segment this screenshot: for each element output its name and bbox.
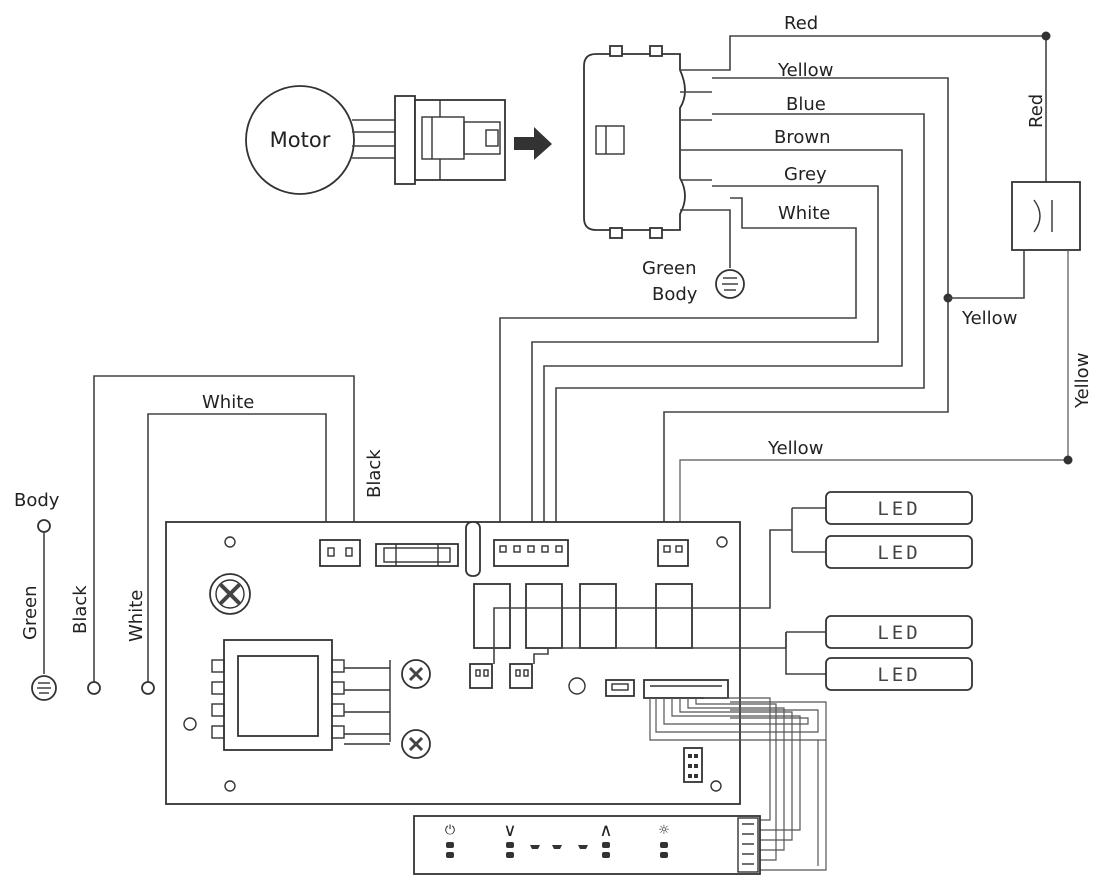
mains-inputs: Body Green Black White — [14, 375, 355, 701]
motor-socket — [583, 45, 712, 239]
label-yellow-top: Yellow — [777, 60, 833, 81]
label-blue: Blue — [786, 94, 826, 115]
label-black-board: Black — [364, 449, 385, 498]
motor-plug — [394, 95, 506, 185]
motor-label: Motor — [270, 128, 331, 152]
wire-red — [712, 31, 1051, 182]
label-green-ground: Green — [642, 258, 697, 279]
label-yellow-right: Yellow — [961, 308, 1017, 329]
control-panel: ⏻ ∨ ∧ ☼ — [413, 815, 761, 875]
wire-blue — [555, 113, 925, 540]
label-green-left: Green — [20, 585, 41, 640]
label-red-top: Red — [784, 13, 818, 34]
capacitor — [679, 181, 1081, 540]
label-body-ground: Body — [652, 284, 698, 305]
wire-white-motor — [499, 197, 857, 540]
led-label-2: LED — [877, 542, 920, 564]
ribbon-cable — [649, 697, 827, 871]
led-label-3: LED — [877, 622, 920, 644]
label-white-left: White — [126, 590, 147, 642]
led-wiring — [493, 507, 826, 675]
motor: Motor — [245, 85, 355, 195]
label-white-top: White — [778, 203, 830, 224]
label-brown: Brown — [774, 127, 831, 148]
label-grey: Grey — [784, 164, 827, 185]
panel-buttons — [446, 842, 668, 858]
label-yellow-vertical: Yellow — [1072, 353, 1093, 409]
label-white-board: White — [202, 392, 254, 413]
speed-indicators — [530, 845, 588, 849]
up-icon: ∧ — [599, 820, 612, 841]
wire-green-ground — [712, 209, 745, 299]
motor-leads — [352, 119, 395, 159]
wire-brown — [543, 149, 903, 540]
label-black-left: Black — [70, 585, 91, 634]
label-left-body: Body — [14, 490, 60, 511]
connection-arrow — [514, 127, 552, 160]
control-board — [165, 521, 741, 805]
wire-labels: Red Yellow Blue Brown Grey White Green B… — [202, 13, 1093, 498]
led-label-4: LED — [877, 664, 920, 686]
wire-grey — [531, 185, 879, 540]
led-modules: LED LED LED LED — [825, 491, 973, 691]
label-yellow-board: Yellow — [767, 438, 823, 459]
led-label-1: LED — [877, 498, 920, 520]
light-icon: ☼ — [658, 823, 670, 838]
label-red-side: Red — [1026, 94, 1047, 128]
down-icon: ∨ — [503, 820, 516, 841]
power-icon: ⏻ — [445, 823, 455, 838]
